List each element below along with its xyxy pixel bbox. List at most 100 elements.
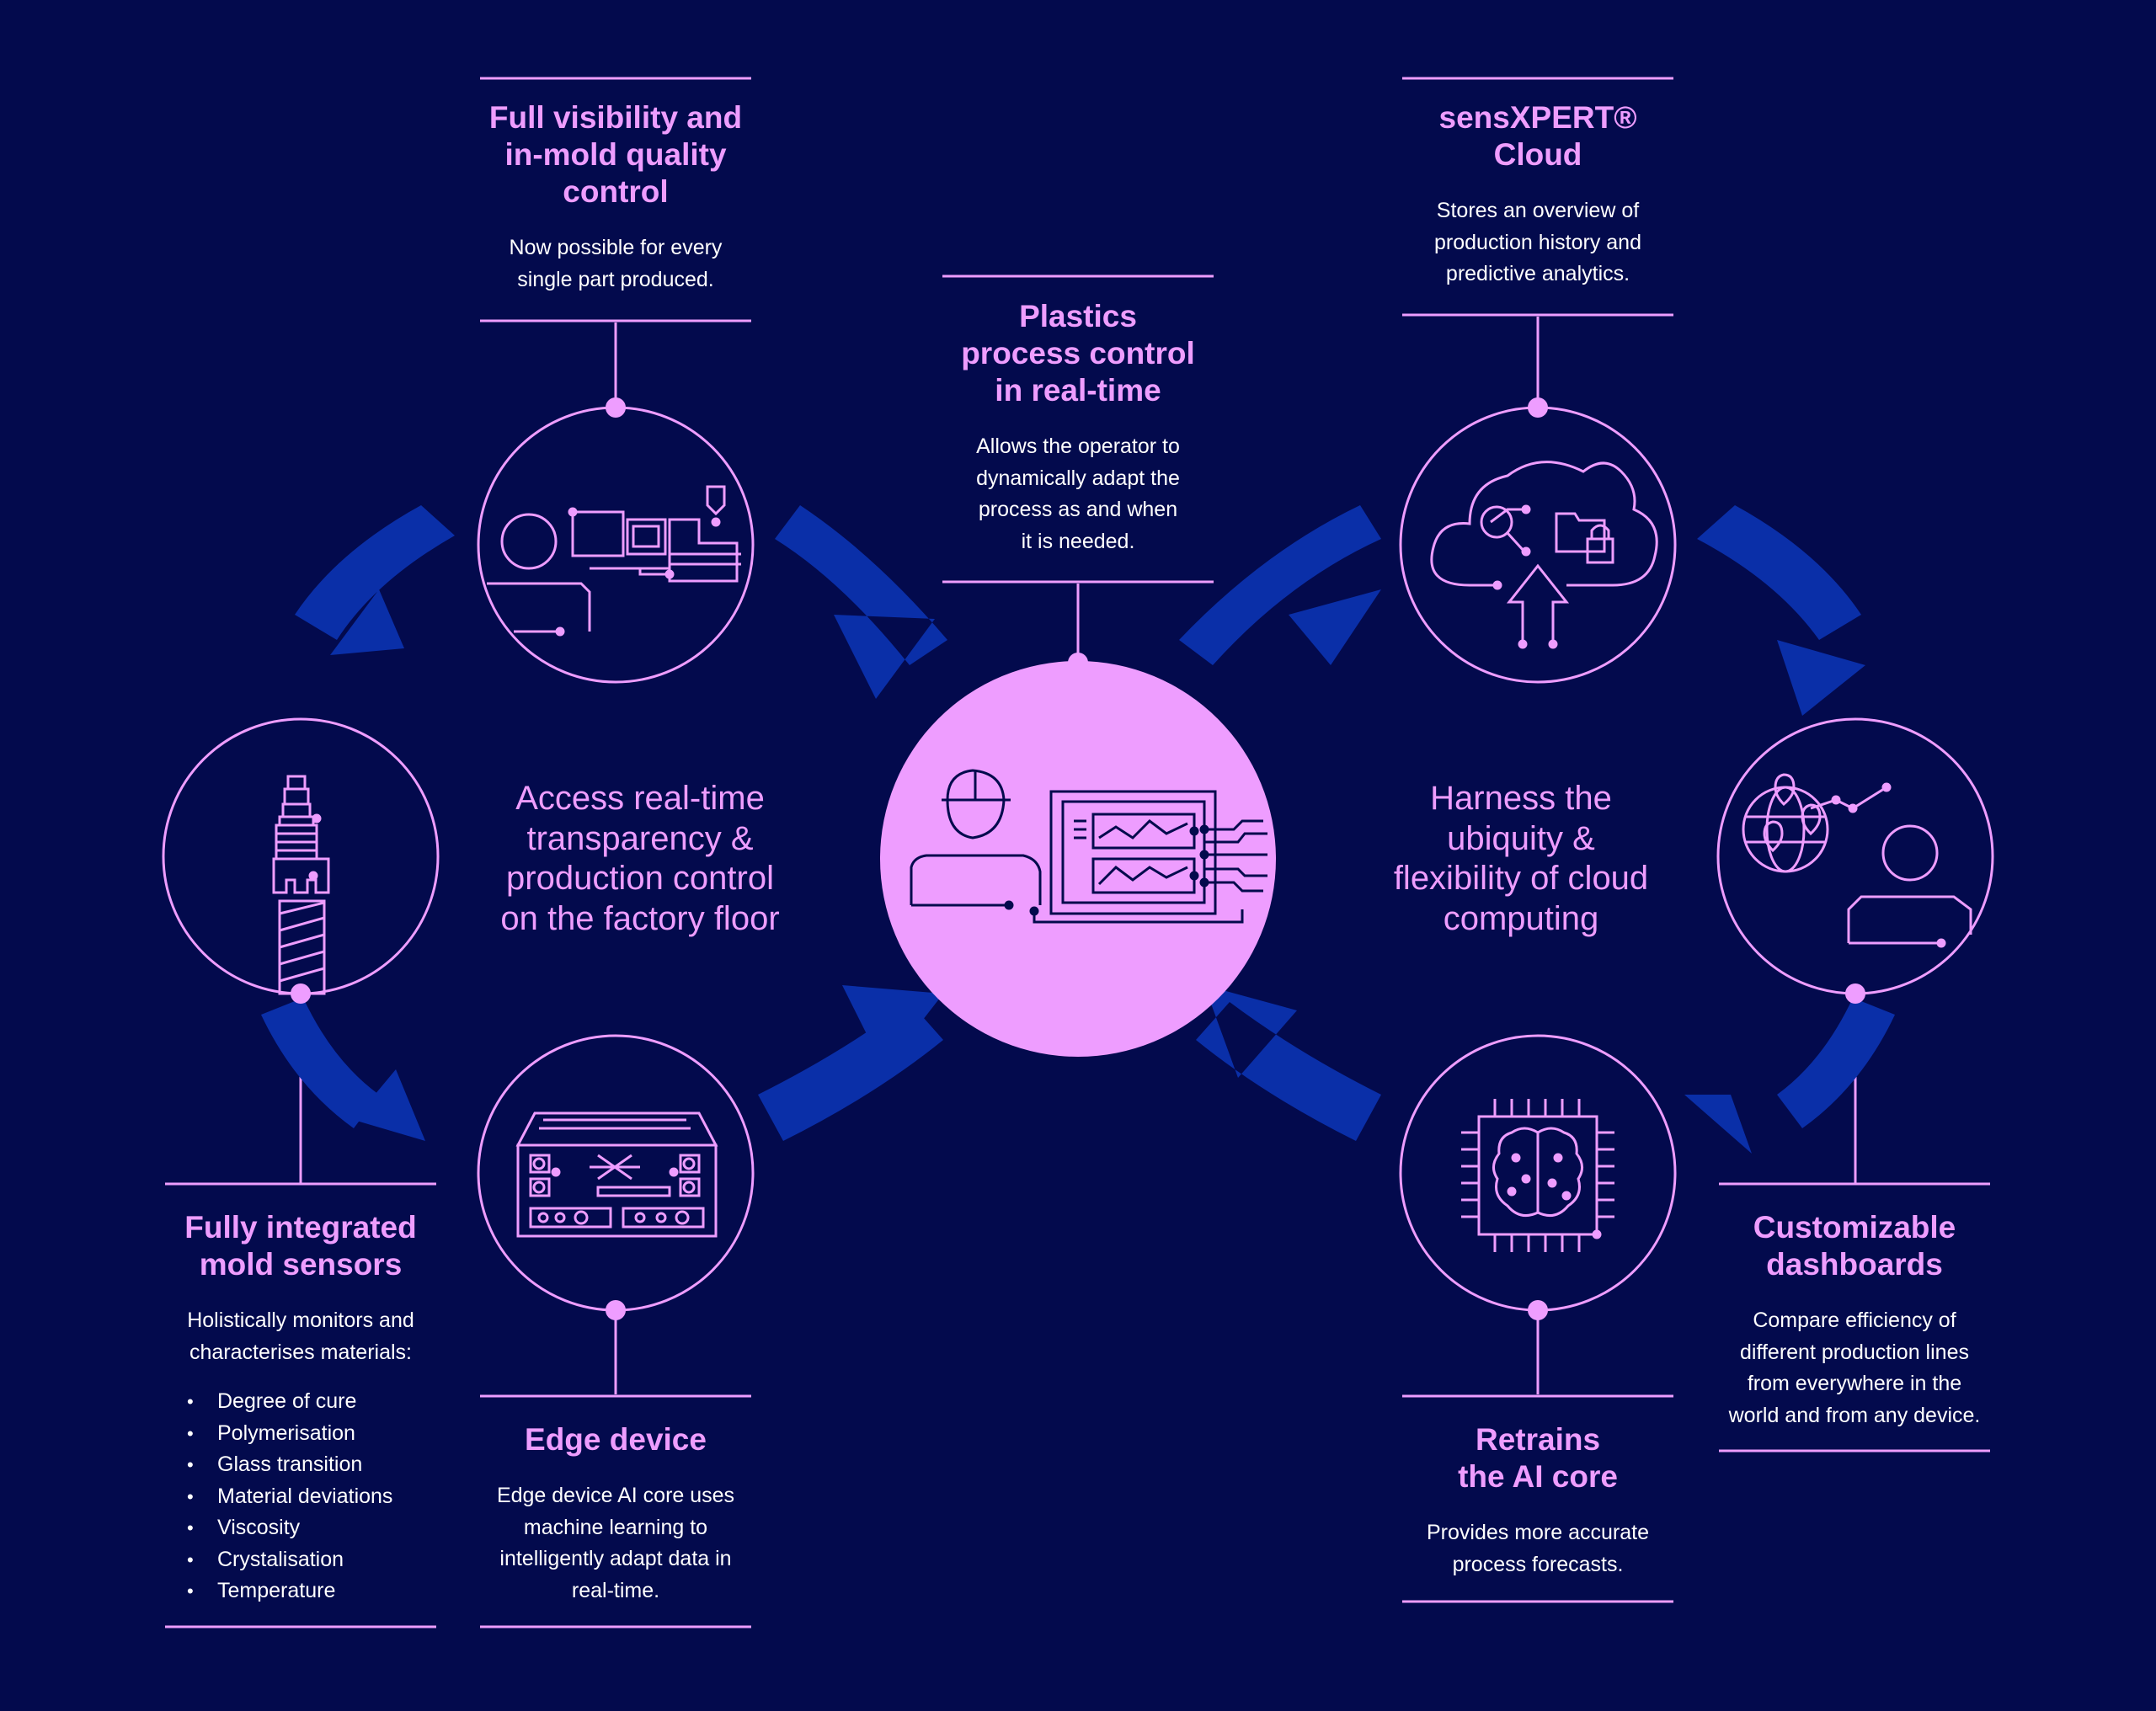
sensors-title-line: Fully integrated	[184, 1210, 417, 1245]
center-title-line: process control	[961, 336, 1195, 370]
node-circle-cloud	[1399, 406, 1677, 684]
sensors-bullet: Viscosity	[187, 1512, 440, 1544]
cloud-desc-line: predictive analytics.	[1445, 262, 1630, 285]
operator-control-panel-icon	[910, 769, 1267, 924]
node-circle-sensors	[162, 717, 440, 995]
cloud-title-line: sensXPERT®	[1438, 100, 1637, 135]
center-title: Plastics process control in real-time	[942, 298, 1214, 409]
edge-device-icon	[515, 1111, 718, 1238]
edge-desc-line: real-time.	[571, 1578, 660, 1602]
quality-desc-line: single part produced.	[517, 267, 714, 291]
edge-text-block: Edge device Edge device AI core uses mac…	[480, 1421, 751, 1607]
mold-sensor-icon	[272, 775, 330, 995]
ai-title: Retrains the AI core	[1402, 1421, 1673, 1495]
quality-title-line: Full visibility and	[488, 100, 743, 135]
arrow-left-3	[758, 985, 943, 1141]
cloud-title: sensXPERT® Cloud	[1402, 99, 1673, 173]
dot-center	[1068, 653, 1088, 673]
sensors-description: Holistically monitors and characterises …	[165, 1305, 436, 1368]
arrow-right-2	[1697, 505, 1865, 716]
node-circle-quality	[477, 406, 755, 684]
cloud-title-line: Cloud	[1493, 137, 1582, 172]
sensors-text-block: Fully integrated mold sensors Holistical…	[165, 1209, 436, 1368]
edge-title-line: Edge device	[525, 1422, 707, 1457]
dashboards-text-block: Customizable dashboards Compare efficien…	[1719, 1209, 1990, 1431]
cloud-desc-line: Stores an overview of	[1436, 199, 1640, 222]
quality-text-block: Full visibility and in-mold quality cont…	[480, 99, 751, 296]
center-desc-line: it is needed.	[1021, 529, 1135, 553]
right-loop-line: Harness the	[1430, 780, 1612, 817]
edge-desc-line: intelligently adapt data in	[499, 1547, 732, 1570]
dashboards-description: Compare efficiency of different producti…	[1719, 1305, 1990, 1431]
dashboards-title-line: Customizable	[1753, 1210, 1956, 1245]
edge-title: Edge device	[480, 1421, 751, 1458]
arrow-left-1	[295, 505, 455, 655]
sensors-bullet: Temperature	[187, 1575, 440, 1607]
ai-desc-line: process forecasts.	[1452, 1552, 1624, 1576]
quality-desc-line: Now possible for every	[509, 236, 723, 259]
cloud-description: Stores an overview of production history…	[1402, 195, 1673, 290]
node-circle-edge	[477, 1034, 755, 1312]
edge-description: Edge device AI core uses machine learnin…	[480, 1480, 751, 1607]
sensors-bullet: Material deviations	[187, 1481, 440, 1513]
arrow-left-4	[775, 505, 947, 699]
ai-description: Provides more accurate process forecasts…	[1402, 1517, 1673, 1580]
sensors-desc-line: Holistically monitors and	[187, 1309, 414, 1332]
arrow-left-2	[261, 998, 425, 1141]
ai-desc-line: Provides more accurate	[1426, 1521, 1649, 1544]
left-loop-caption: Access real-time transparency & producti…	[472, 779, 808, 939]
ai-brain-chip-icon	[1461, 1099, 1614, 1252]
dashboards-title: Customizable dashboards	[1719, 1209, 1990, 1283]
sensors-bullet-list: Degree of cure Polymerisation Glass tran…	[187, 1386, 440, 1607]
dot-quality	[606, 397, 626, 418]
globe-dashboard-icon	[1742, 773, 1972, 948]
dashboards-desc-line: different production lines	[1740, 1340, 1969, 1364]
quality-title-line: control	[563, 174, 669, 209]
center-desc-line: process as and when	[978, 498, 1178, 521]
dashboards-desc-line: from everywhere in the	[1747, 1372, 1962, 1395]
sensors-bullet: Degree of cure	[187, 1386, 440, 1418]
sensors-bullet: Glass transition	[187, 1449, 440, 1481]
right-loop-line: computing	[1443, 899, 1599, 937]
dashboards-desc-line: world and from any device.	[1728, 1403, 1981, 1427]
quality-title-line: in-mold quality	[504, 137, 727, 172]
quality-title: Full visibility and in-mold quality cont…	[480, 99, 751, 211]
edge-desc-line: Edge device AI core uses	[496, 1484, 735, 1507]
arrow-right-4	[1196, 985, 1381, 1141]
dot-dashboards	[1845, 983, 1865, 1004]
center-text-block: Plastics process control in real-time Al…	[942, 298, 1214, 557]
dot-ai	[1528, 1300, 1548, 1320]
sensors-bullet: Crystalisation	[187, 1544, 440, 1576]
edge-desc-line: machine learning to	[523, 1515, 708, 1539]
ai-title-line: the AI core	[1458, 1459, 1618, 1494]
cycle-arrows	[261, 505, 1895, 1154]
left-loop-line: Access real-time	[515, 780, 765, 817]
arrow-right-1	[1179, 505, 1381, 665]
center-desc-line: Allows the operator to	[976, 434, 1180, 458]
arrow-right-3	[1684, 998, 1895, 1154]
right-loop-line: ubiquity &	[1447, 819, 1595, 857]
center-circle	[880, 661, 1276, 1057]
sensors-title: Fully integrated mold sensors	[165, 1209, 436, 1283]
node-circle-dashboards	[1716, 717, 1994, 995]
ai-title-line: Retrains	[1475, 1422, 1601, 1457]
dot-cloud	[1528, 397, 1548, 418]
cloud-desc-line: production history and	[1434, 230, 1641, 254]
sensors-desc-line: characterises materials:	[189, 1340, 412, 1364]
injection-molding-machine-icon	[487, 485, 741, 637]
quality-description: Now possible for every single part produ…	[480, 232, 751, 296]
sensors-title-line: mold sensors	[199, 1247, 403, 1282]
center-title-line: Plastics	[1019, 299, 1137, 333]
dot-edge	[606, 1300, 626, 1320]
right-loop-caption: Harness the ubiquity & flexibility of cl…	[1353, 779, 1689, 939]
cloud-text-block: sensXPERT® Cloud Stores an overview of p…	[1402, 99, 1673, 290]
center-desc-line: dynamically adapt the	[976, 466, 1180, 490]
sensors-bullet: Polymerisation	[187, 1418, 440, 1450]
dashboards-title-line: dashboards	[1766, 1247, 1943, 1282]
left-loop-line: on the factory floor	[500, 899, 780, 937]
cloud-upload-icon	[1430, 461, 1658, 649]
dashboards-desc-line: Compare efficiency of	[1753, 1309, 1956, 1332]
right-loop-line: flexibility of cloud	[1393, 860, 1649, 897]
